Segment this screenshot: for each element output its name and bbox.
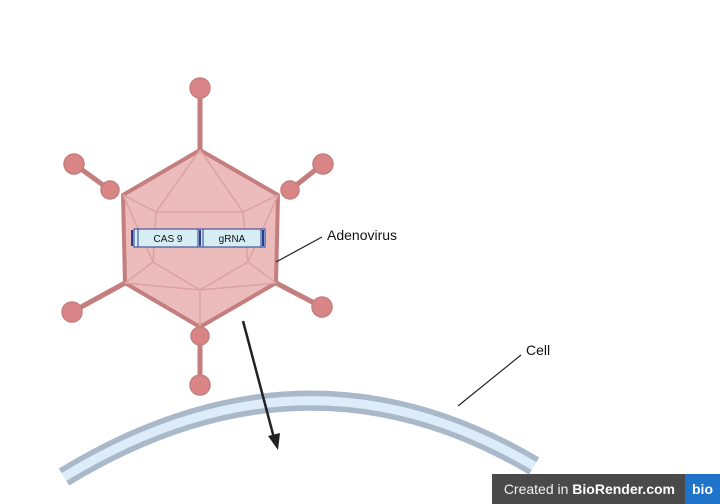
watermark-text: Created in BioRender.com (491, 474, 685, 504)
adenovirus-label: Adenovirus (327, 227, 397, 243)
grna-label: gRNA (219, 234, 246, 245)
cell-label: Cell (526, 342, 550, 358)
cas9-segment (137, 228, 199, 248)
adenovirus: CAS 9 gRNA (61, 77, 334, 396)
biorender-logo-icon: bio (685, 474, 720, 504)
fiber-knobs (61, 77, 334, 396)
cell-leader-line (457, 354, 522, 407)
grna-segment (202, 228, 262, 248)
adenovirus-leader-line (275, 236, 323, 263)
cell-membrane (58, 390, 540, 486)
biorender-watermark[interactable]: Created in BioRender.com bio (491, 474, 720, 504)
watermark-prefix: Created in (503, 481, 573, 497)
gene-cassette: CAS 9 gRNA (131, 228, 266, 248)
cas9-label: CAS 9 (154, 234, 183, 245)
watermark-brand: BioRender.com (572, 481, 675, 497)
entry-arrow (241, 320, 280, 450)
